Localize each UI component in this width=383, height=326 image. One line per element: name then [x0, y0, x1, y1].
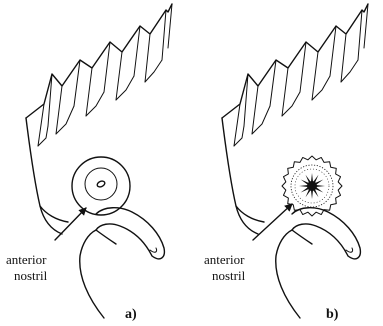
- label-anterior-b: anterior: [204, 252, 245, 267]
- nostril-open: [282, 156, 342, 216]
- label-arrow-a: [55, 208, 86, 240]
- panel-letter-b: b): [326, 307, 339, 322]
- nostril-closed: [72, 157, 130, 215]
- label-nostril-a: nostril: [14, 268, 48, 283]
- panel-letter-a: a): [125, 307, 137, 322]
- panel-b: anterior nostril b): [204, 4, 368, 322]
- panel-a: anterior nostril a): [6, 4, 172, 322]
- label-nostril-b: nostril: [212, 268, 246, 283]
- label-anterior-a: anterior: [6, 252, 47, 267]
